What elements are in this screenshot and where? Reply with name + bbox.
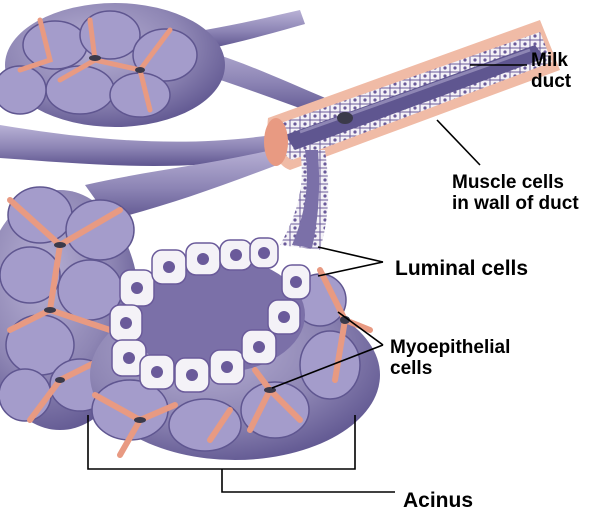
acinus-leader — [222, 469, 395, 492]
luminal-cells-leader-1 — [318, 247, 383, 262]
milk-duct-label-line1: Milk — [531, 50, 571, 71]
luminal-cells-label: Luminal cells — [395, 257, 528, 281]
upper-lobule — [0, 3, 225, 127]
myoepithelial-label-line1: Myoepithelial — [390, 337, 510, 358]
acinus-label: Acinus — [403, 489, 473, 513]
milk-duct-label: Milk duct — [531, 50, 571, 93]
muscle-cells-label-line1: Muscle cells — [452, 172, 579, 193]
myoepithelial-cells-label: Myoepithelial cells — [390, 337, 510, 380]
myoepithelial-label-line2: cells — [390, 358, 510, 379]
milk-duct-label-line2: duct — [531, 71, 571, 92]
muscle-cells-leader — [437, 120, 480, 165]
luminal-cells-leader-2 — [318, 262, 383, 276]
muscle-cells-label-line2: in wall of duct — [452, 193, 579, 214]
muscle-cells-label: Muscle cells in wall of duct — [452, 172, 579, 215]
